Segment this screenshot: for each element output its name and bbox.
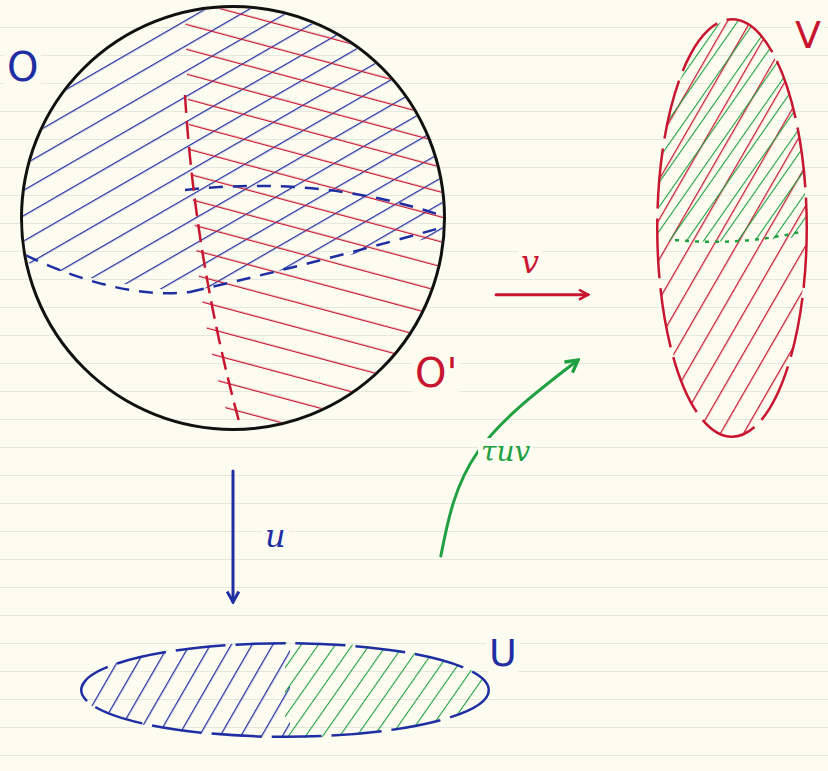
map-label: v: [518, 246, 542, 278]
sphere-hatching: [0, 0, 470, 440]
sphere-manifold: OO': [20, 5, 446, 431]
node-outline-shape: [81, 643, 489, 737]
node-outline: [80, 642, 490, 738]
node-outline-shape: [657, 19, 807, 437]
chart-image-hatching: [70, 630, 505, 750]
chart-label: O': [412, 353, 460, 393]
node-outline-shape: [22, 7, 445, 430]
map-label: u: [262, 520, 289, 552]
chart-image-hatching: [650, 15, 820, 445]
map-arrow: [441, 360, 578, 556]
chart-label: O: [4, 47, 41, 87]
chart-label: U: [486, 634, 520, 672]
node-outline: [20, 5, 446, 431]
map-label: τuv: [478, 438, 533, 466]
chart-label: V: [792, 16, 824, 54]
map-arrow: [232, 471, 235, 602]
map-arrow: [496, 293, 588, 296]
node-outline: [656, 18, 808, 438]
chart-image-u: U: [80, 642, 490, 738]
chart-image-v: V: [656, 18, 808, 438]
